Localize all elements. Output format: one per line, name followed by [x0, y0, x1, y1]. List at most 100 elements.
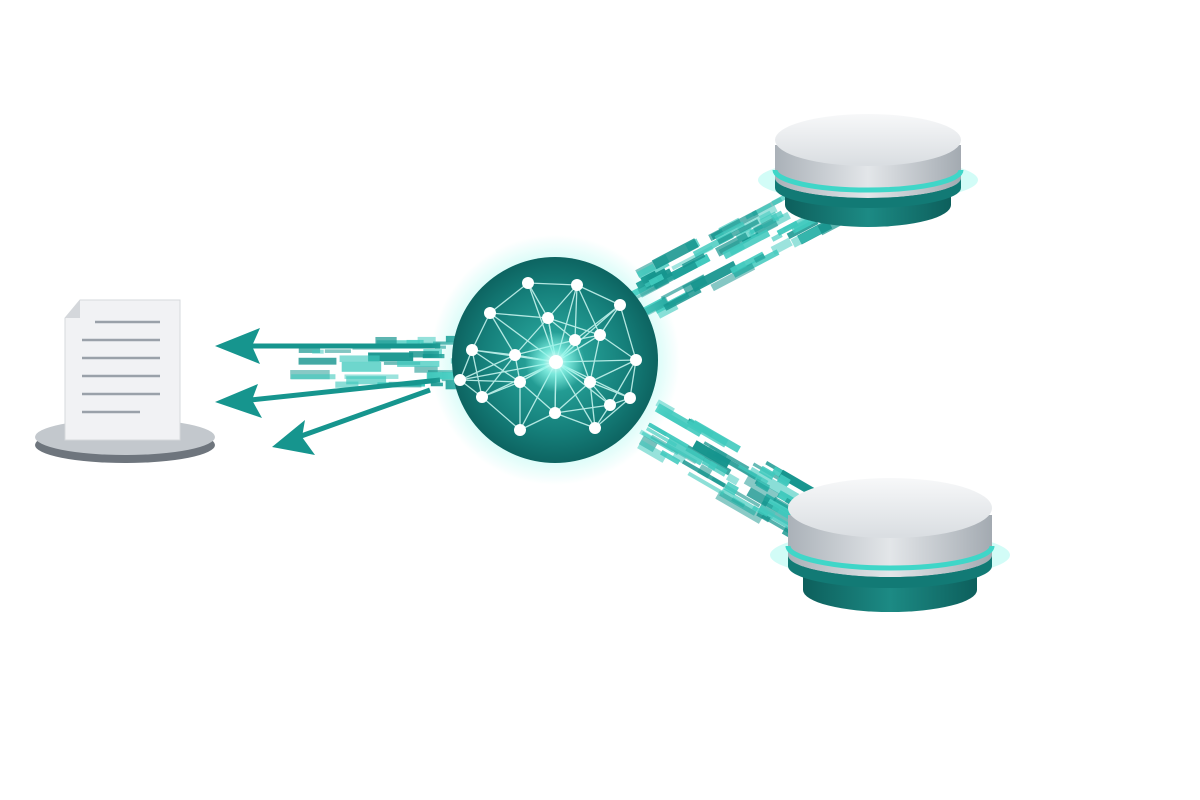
arrow-left-icon: [215, 328, 441, 455]
data-packet: [671, 450, 687, 464]
data-packet: [743, 475, 780, 502]
network-node: [589, 422, 601, 434]
network-edge: [481, 354, 516, 398]
data-packet: [771, 232, 783, 242]
network-node: [522, 277, 534, 289]
data-packet: [652, 260, 698, 290]
data-packet: [687, 471, 725, 496]
database-disk-icon-bottom: [770, 478, 1010, 612]
network-edge: [547, 284, 578, 319]
data-packet: [751, 505, 769, 518]
data-packet: [737, 464, 769, 484]
data-packet: [710, 263, 756, 292]
data-packet: [344, 374, 399, 379]
network-edge: [589, 334, 601, 383]
network-node: [484, 307, 496, 319]
network-edge: [619, 304, 637, 361]
network-node: [514, 376, 526, 388]
data-packet: [665, 436, 705, 466]
network-node: [466, 344, 478, 356]
data-packet: [725, 473, 740, 486]
network-node: [624, 392, 636, 404]
data-packet: [790, 217, 812, 234]
network-edge: [574, 284, 578, 341]
document-icon: [35, 299, 215, 463]
data-packet: [663, 286, 702, 311]
network-edge: [576, 284, 621, 306]
data-packet: [790, 225, 822, 248]
data-packet: [701, 457, 718, 471]
network-node: [549, 407, 561, 419]
network-edge: [599, 304, 621, 336]
neural-network-icon: [430, 235, 680, 485]
network-node: [604, 399, 616, 411]
data-packet: [335, 381, 359, 388]
network-node: [542, 312, 554, 324]
network-edge: [599, 334, 637, 361]
data-packet: [714, 221, 746, 241]
network-node: [476, 391, 488, 403]
data-packet: [298, 357, 337, 365]
network-edge: [527, 282, 549, 319]
data-packet: [660, 274, 706, 300]
data-packet: [375, 336, 397, 346]
network-edge: [594, 397, 631, 429]
network-edge: [489, 312, 549, 319]
data-packet: [368, 352, 414, 362]
network-edge: [459, 379, 521, 383]
data-packet: [715, 490, 764, 524]
data-packet: [753, 217, 779, 237]
data-packet: [682, 275, 708, 295]
network-edge: [554, 404, 611, 414]
data-packet: [715, 232, 750, 257]
data-packet: [776, 474, 791, 487]
network-node: [569, 334, 581, 346]
network-edge: [489, 312, 516, 356]
data-packet: [414, 366, 438, 373]
data-packet: [397, 360, 440, 367]
network-node: [614, 299, 626, 311]
data-packet: [770, 210, 784, 222]
network-node: [549, 355, 563, 369]
data-packet: [651, 238, 699, 270]
network-edge: [481, 396, 521, 431]
network-edge: [489, 282, 529, 314]
network-edge: [519, 412, 556, 431]
network-edge: [471, 349, 483, 398]
data-packet: [691, 420, 741, 453]
network-edge: [629, 359, 637, 399]
network-node: [584, 376, 596, 388]
network-edge: [527, 282, 578, 286]
network-node: [594, 329, 606, 341]
network-node: [514, 424, 526, 436]
data-packet: [753, 253, 766, 264]
data-packet: [712, 450, 758, 480]
data-packet: [417, 336, 436, 346]
data-packet: [730, 260, 747, 274]
data-packet: [746, 487, 771, 507]
network-node: [454, 374, 466, 386]
network-edge: [554, 412, 596, 429]
network-node: [571, 279, 583, 291]
data-packet: [697, 464, 713, 479]
data-packet: [691, 440, 732, 469]
data-packet: [776, 220, 799, 236]
network-edge: [554, 381, 591, 414]
data-packet: [298, 348, 321, 353]
data-packet: [758, 465, 776, 480]
data-packet: [747, 466, 800, 503]
data-packet: [723, 481, 739, 496]
data-packet: [703, 441, 750, 470]
data-packet: [346, 376, 387, 385]
data-packet: [341, 361, 382, 372]
data-packet: [339, 355, 380, 363]
data-packet: [324, 349, 351, 353]
data-packet: [717, 219, 760, 245]
network-node: [630, 354, 642, 366]
data-packet: [291, 374, 336, 380]
network-edge: [547, 317, 601, 336]
network-edge: [609, 359, 637, 406]
database-disk-icon-top: [758, 114, 978, 227]
